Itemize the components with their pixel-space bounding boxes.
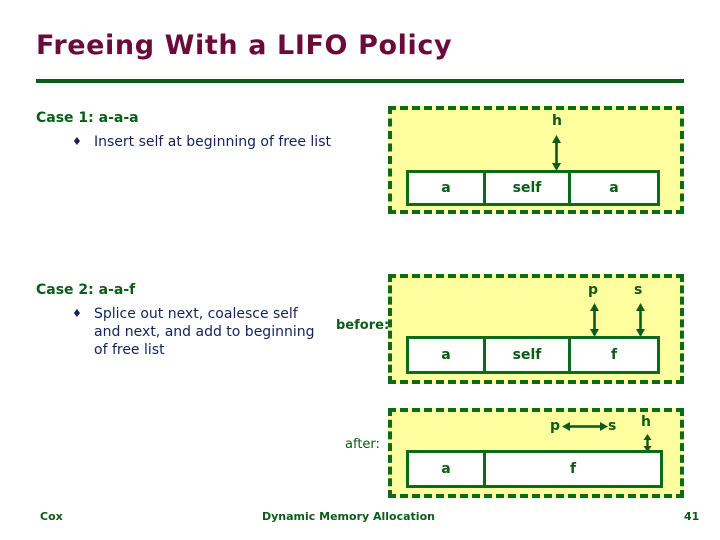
after-block-0: a xyxy=(406,450,486,488)
after-pointer-label-p: p xyxy=(550,418,561,434)
case1-block-2: a xyxy=(568,170,660,206)
case2-bullet-label: Splice out next, coalesce self and next,… xyxy=(94,306,315,358)
after-arrow-ps-icon xyxy=(562,421,608,432)
before-block-1: self xyxy=(483,336,571,374)
before-block-row: a self f xyxy=(406,336,660,374)
before-pointer-label-p: p xyxy=(588,282,599,298)
case1-block-row: a self a xyxy=(406,170,660,206)
after-arrow-h-icon xyxy=(642,434,653,452)
after-pointer-label-h: h xyxy=(641,414,651,430)
before-arrow-s-icon xyxy=(635,303,646,337)
after-block-1: f xyxy=(483,450,663,488)
case1-bullet-item: ♦ Insert self at beginning of free list xyxy=(68,133,336,151)
case1-heading: Case 1: a-a-a xyxy=(36,110,139,126)
before-block-2: f xyxy=(568,336,660,374)
page-title: Freeing With a LIFO Policy xyxy=(36,30,453,61)
after-pointer-label-s: s xyxy=(608,418,617,434)
before-arrow-p-icon xyxy=(589,303,600,337)
after-label: after: xyxy=(345,437,380,452)
case2-heading: Case 2: a-a-f xyxy=(36,282,136,298)
before-pointer-label-s: s xyxy=(634,282,643,298)
bullet-diamond-icon: ♦ xyxy=(72,307,82,320)
title-divider xyxy=(36,79,684,83)
footer-title: Dynamic Memory Allocation xyxy=(262,510,435,523)
after-block-row: a f xyxy=(406,450,663,488)
case1-block-0: a xyxy=(406,170,486,206)
case1-pointer-label-h: h xyxy=(552,113,562,129)
before-block-0: a xyxy=(406,336,486,374)
footer-author: Cox xyxy=(40,510,63,523)
case1-arrow-h-icon xyxy=(551,135,562,171)
case1-block-1: self xyxy=(483,170,571,206)
case1-bullet-label: Insert self at beginning of free list xyxy=(94,134,331,150)
bullet-diamond-icon: ♦ xyxy=(72,135,82,148)
footer-page-number: 41 xyxy=(684,510,700,523)
case2-bullet-item: ♦ Splice out next, coalesce self and nex… xyxy=(68,305,318,359)
before-label: before: xyxy=(336,318,390,333)
